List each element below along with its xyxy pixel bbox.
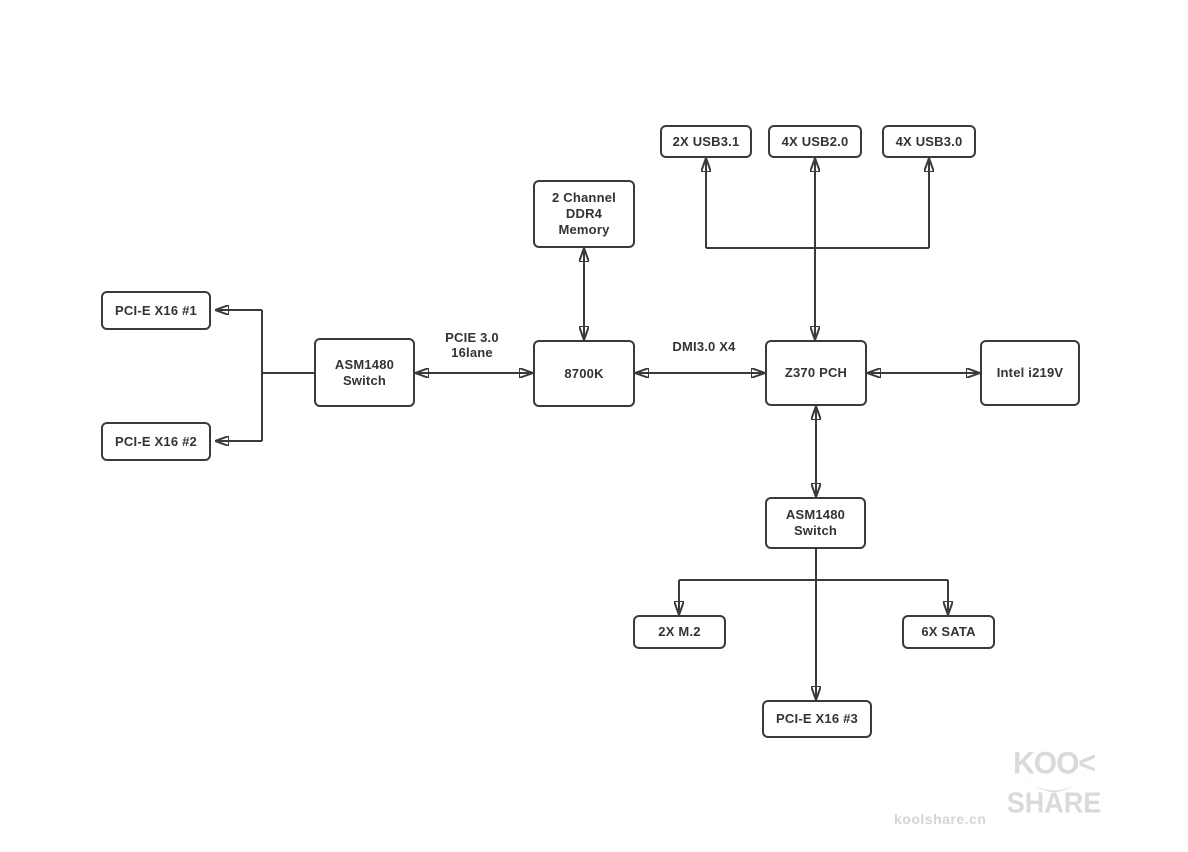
- node-intel-i219v: Intel i219V: [980, 340, 1080, 406]
- node-sata: 6X SATA: [902, 615, 995, 649]
- edge-label-dmi3-0-x4: DMI3.0 X4: [672, 339, 736, 354]
- node-cpu-8700k: 8700K: [533, 340, 635, 407]
- node-pcie-x16-2: PCI-E X16 #2: [101, 422, 211, 461]
- node-pcie-x16-3: PCI-E X16 #3: [762, 700, 872, 738]
- node-asm1480-switch-bottom: ASM1480 Switch: [765, 497, 866, 549]
- node-pcie-x16-1: PCI-E X16 #1: [101, 291, 211, 330]
- edge-label-pcie-3-0-16lane: PCIE 3.0 16lane: [445, 330, 499, 360]
- logo-line1: KOO<: [1013, 746, 1096, 781]
- node-m2: 2X M.2: [633, 615, 726, 649]
- node-usb31: 2X USB3.1: [660, 125, 752, 158]
- koolshare-watermark: koolshare.cn KOO< SHARE: [894, 746, 1174, 844]
- watermark-site-text: koolshare.cn: [894, 811, 987, 827]
- logo-line2: SHARE: [1006, 787, 1102, 819]
- node-asm1480-switch-top: ASM1480 Switch: [314, 338, 415, 407]
- smile-icon: [1023, 774, 1085, 792]
- koolshare-logo: KOO< SHARE: [999, 746, 1109, 819]
- node-usb30: 4X USB3.0: [882, 125, 976, 158]
- node-usb20: 4X USB2.0: [768, 125, 862, 158]
- node-z370-pch: Z370 PCH: [765, 340, 867, 406]
- node-ddr4-memory: 2 Channel DDR4 Memory: [533, 180, 635, 248]
